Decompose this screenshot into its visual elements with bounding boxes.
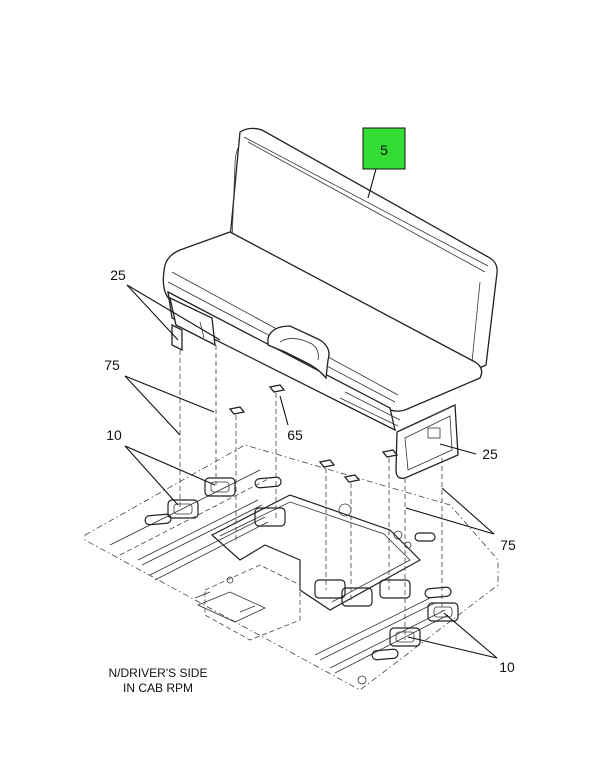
callout-25-left-label: 25 [110, 267, 126, 283]
fasteners [179, 345, 443, 640]
left-bracket [169, 296, 216, 352]
caption: N/DRIVER'S SIDE IN CAB RPM [109, 666, 208, 695]
seat-back [227, 127, 498, 373]
callout-5-highlight[interactable] [362, 127, 406, 170]
callout-25-right-label: 25 [482, 446, 498, 462]
floor-pan [84, 444, 499, 691]
seat-cushion [162, 231, 483, 432]
callout-10-left-label: 10 [106, 427, 122, 443]
callout-75-left-label: 75 [104, 357, 120, 373]
caption-line-1: N/DRIVER'S SIDE [109, 666, 208, 680]
callouts: 5 25 75 10 65 25 75 10 [104, 127, 516, 675]
callout-65-label: 65 [287, 427, 303, 443]
callout-75-right-label: 75 [500, 537, 516, 553]
caption-line-2: IN CAB RPM [123, 681, 193, 695]
callout-10-right-label: 10 [499, 659, 515, 675]
callout-5-label: 5 [380, 142, 388, 158]
right-bracket [395, 404, 459, 479]
